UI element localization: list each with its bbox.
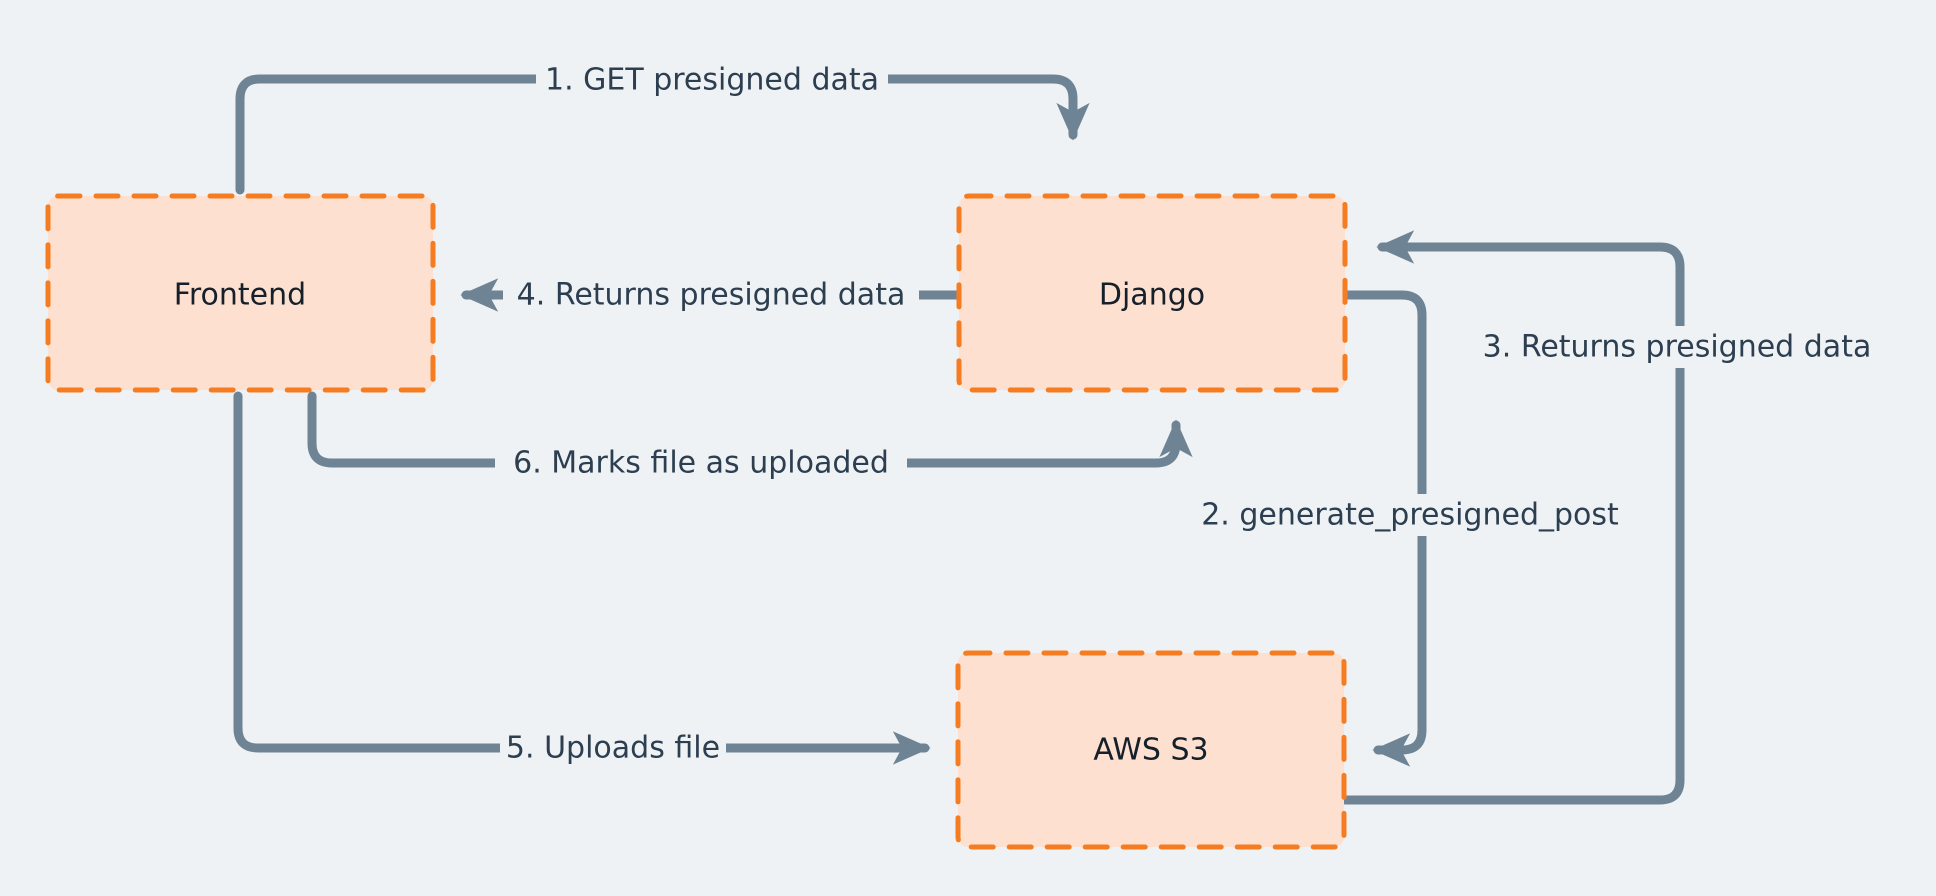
node-django-label: Django	[1099, 278, 1205, 313]
edge-step-5-label-bg	[500, 727, 726, 769]
edge-step-6: 6. Marks file as uploaded	[307, 391, 1193, 484]
node-frontend[interactable]: Frontend	[45, 193, 436, 393]
edge-step-1-label: 1. GET presigned data	[545, 63, 879, 98]
node-frontend-box[interactable]	[45, 193, 436, 393]
edge-step-2-label: 2. generate_presigned_post	[1201, 498, 1619, 533]
node-aws-s3-box[interactable]	[955, 650, 1347, 850]
node-aws-s3[interactable]: AWS S3	[955, 650, 1347, 850]
node-aws-s3-label: AWS S3	[1093, 733, 1208, 768]
edge-step-4-label-bg	[503, 274, 919, 316]
edge-step-1: 1. GET presigned data	[235, 58, 1090, 195]
edge-step-6-label: 6. Marks file as uploaded	[513, 446, 889, 481]
node-django-box[interactable]	[956, 193, 1348, 393]
edge-step-3: 3. Returns presigned data	[1340, 230, 1882, 805]
node-django[interactable]: Django	[956, 193, 1348, 393]
edge-step-5: 5. Uploads file	[233, 391, 931, 769]
node-frontend-label: Frontend	[174, 278, 306, 313]
edge-step-1-label-bg	[536, 58, 888, 100]
edge-step-4-label: 4. Returns presigned data	[517, 278, 906, 313]
edge-step-3-path	[1340, 230, 1685, 805]
edge-step-5-label: 5. Uploads file	[506, 731, 720, 766]
edge-step-2-label-bg	[1193, 494, 1627, 536]
edge-step-3-label: 3. Returns presigned data	[1483, 330, 1872, 365]
edge-step-6-label-bg	[495, 442, 907, 484]
edge-step-4: 4. Returns presigned data	[460, 274, 964, 316]
edge-step-3-label-bg	[1472, 326, 1882, 368]
edge-step-2: 2. generate_presigned_post	[1193, 290, 1627, 767]
edge-step-5-path	[233, 391, 931, 765]
